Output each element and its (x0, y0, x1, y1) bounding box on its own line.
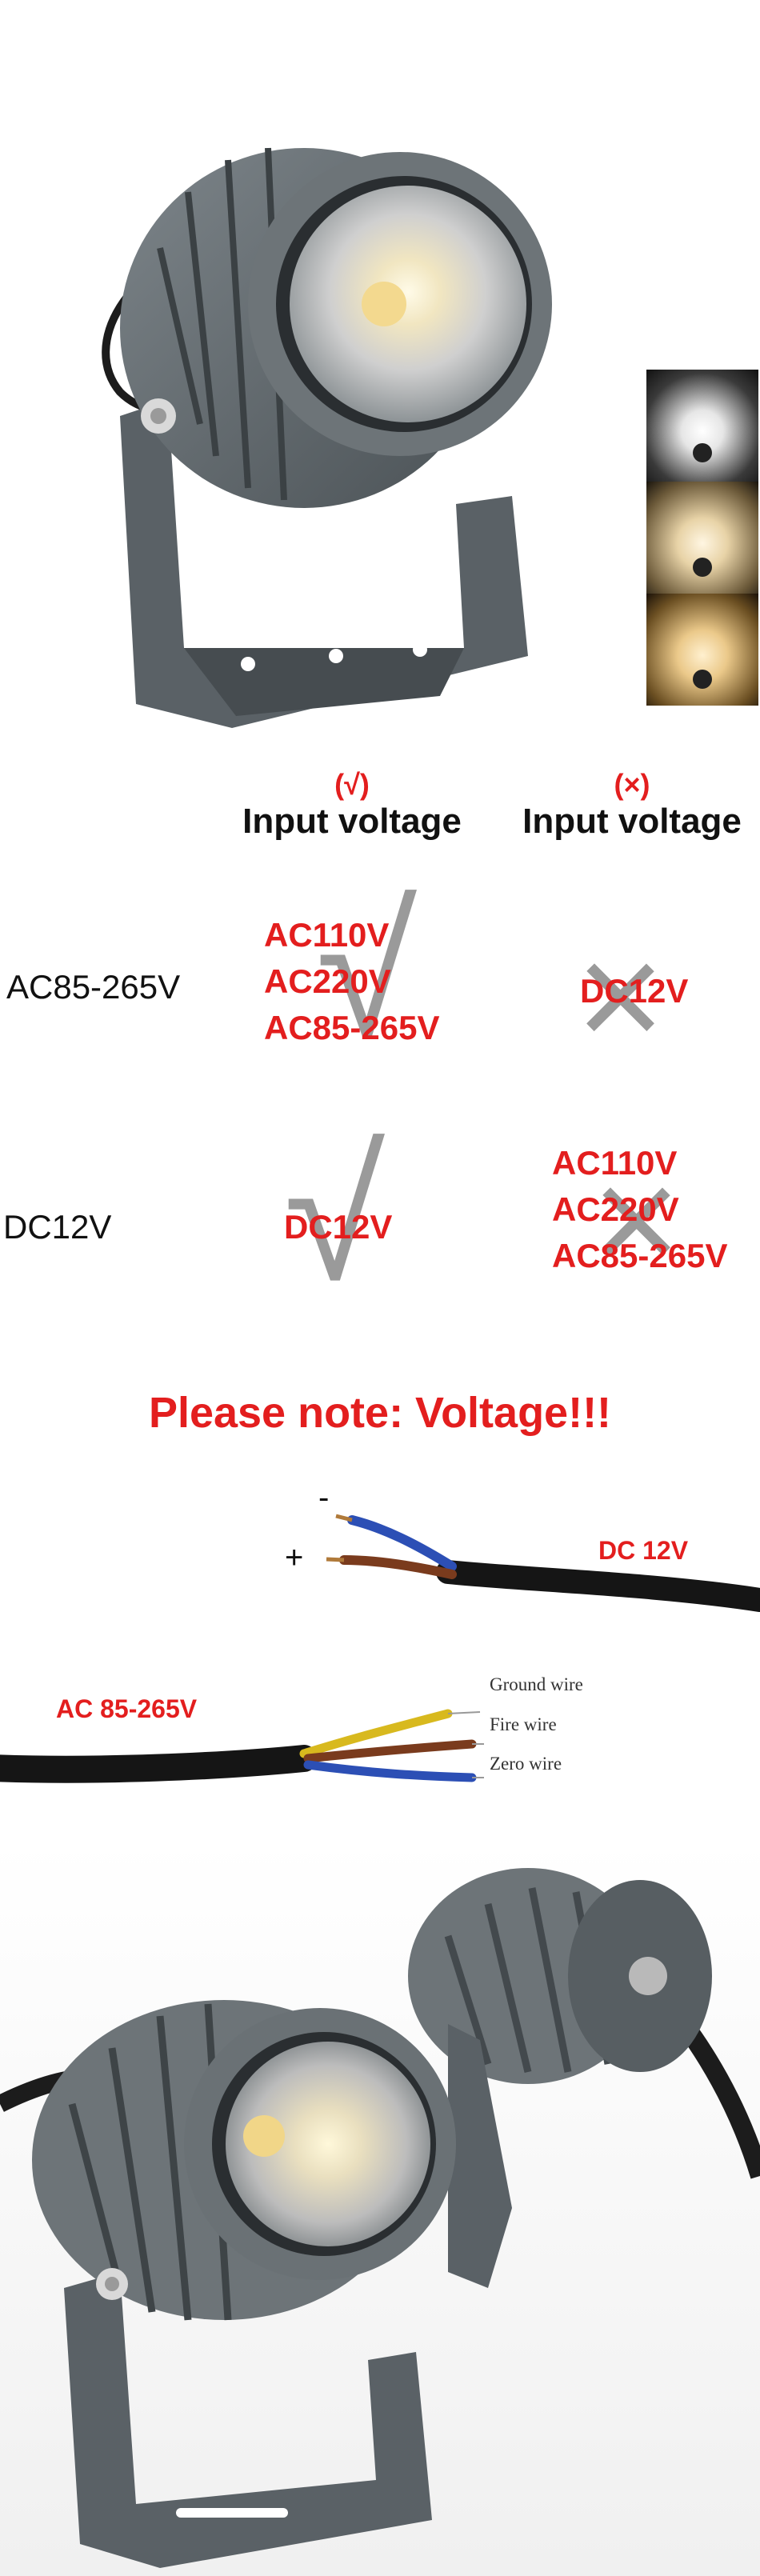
row-dc-ok-value: DC12V (284, 1208, 393, 1246)
color-temperature-swatch (646, 370, 758, 706)
spotlight-photo (102, 147, 552, 728)
col-no-header: (×) Input voltage (504, 768, 760, 842)
ground-wire-label: Ground wire (490, 1674, 583, 1694)
dc-minus-label: - (318, 1480, 330, 1515)
warm-white-swatch (646, 594, 758, 706)
zero-wire-label: Zero wire (490, 1754, 562, 1774)
value-ac220v: AC220V (264, 962, 391, 1000)
row-ac-no-value: DC12V (580, 972, 689, 1010)
fire-wire-label: Fire wire (490, 1714, 557, 1734)
row-dc-no-values: AC110V AC220V AC85-265V (552, 1140, 727, 1279)
dc-cable-photo (326, 1514, 760, 1612)
cross-mark-icon: × (576, 911, 665, 1081)
value-ac85-265v: AC85-265V (552, 1237, 728, 1274)
cross-mark-label: (×) (614, 768, 650, 801)
row-label-dc: DC12V (3, 1208, 112, 1246)
row-ac-ok-values: AC110V AC220V AC85-265V (264, 912, 439, 1051)
ac-voltage-label: AC 85-265V (56, 1694, 198, 1723)
two-spotlights-photo (0, 1840, 760, 2576)
value-ac110v: AC110V (264, 916, 390, 954)
check-mark-icon: √ (284, 1113, 386, 1318)
value-ac110v: AC110V (552, 1144, 678, 1182)
cross-mark-icon: × (592, 1135, 681, 1305)
row-label-ac: AC85-265V (6, 968, 181, 1006)
col-ok-header: (√) Input voltage (224, 768, 480, 842)
check-mark-icon: √ (316, 869, 418, 1074)
dc-voltage-label: DC 12V (598, 1536, 689, 1565)
dc-plus-label: + (285, 1540, 304, 1575)
col-ok-title: Input voltage (242, 802, 462, 841)
value-ac85-265v: AC85-265V (264, 1009, 440, 1046)
cool-white-swatch (646, 370, 758, 482)
check-mark-label: (√) (334, 768, 370, 801)
ac-cable-photo (0, 1709, 484, 1783)
neutral-white-swatch (646, 482, 758, 594)
col-no-title: Input voltage (522, 802, 742, 841)
voltage-note: Please note: Voltage!!! (148, 1389, 612, 1437)
value-ac220v: AC220V (552, 1190, 679, 1228)
